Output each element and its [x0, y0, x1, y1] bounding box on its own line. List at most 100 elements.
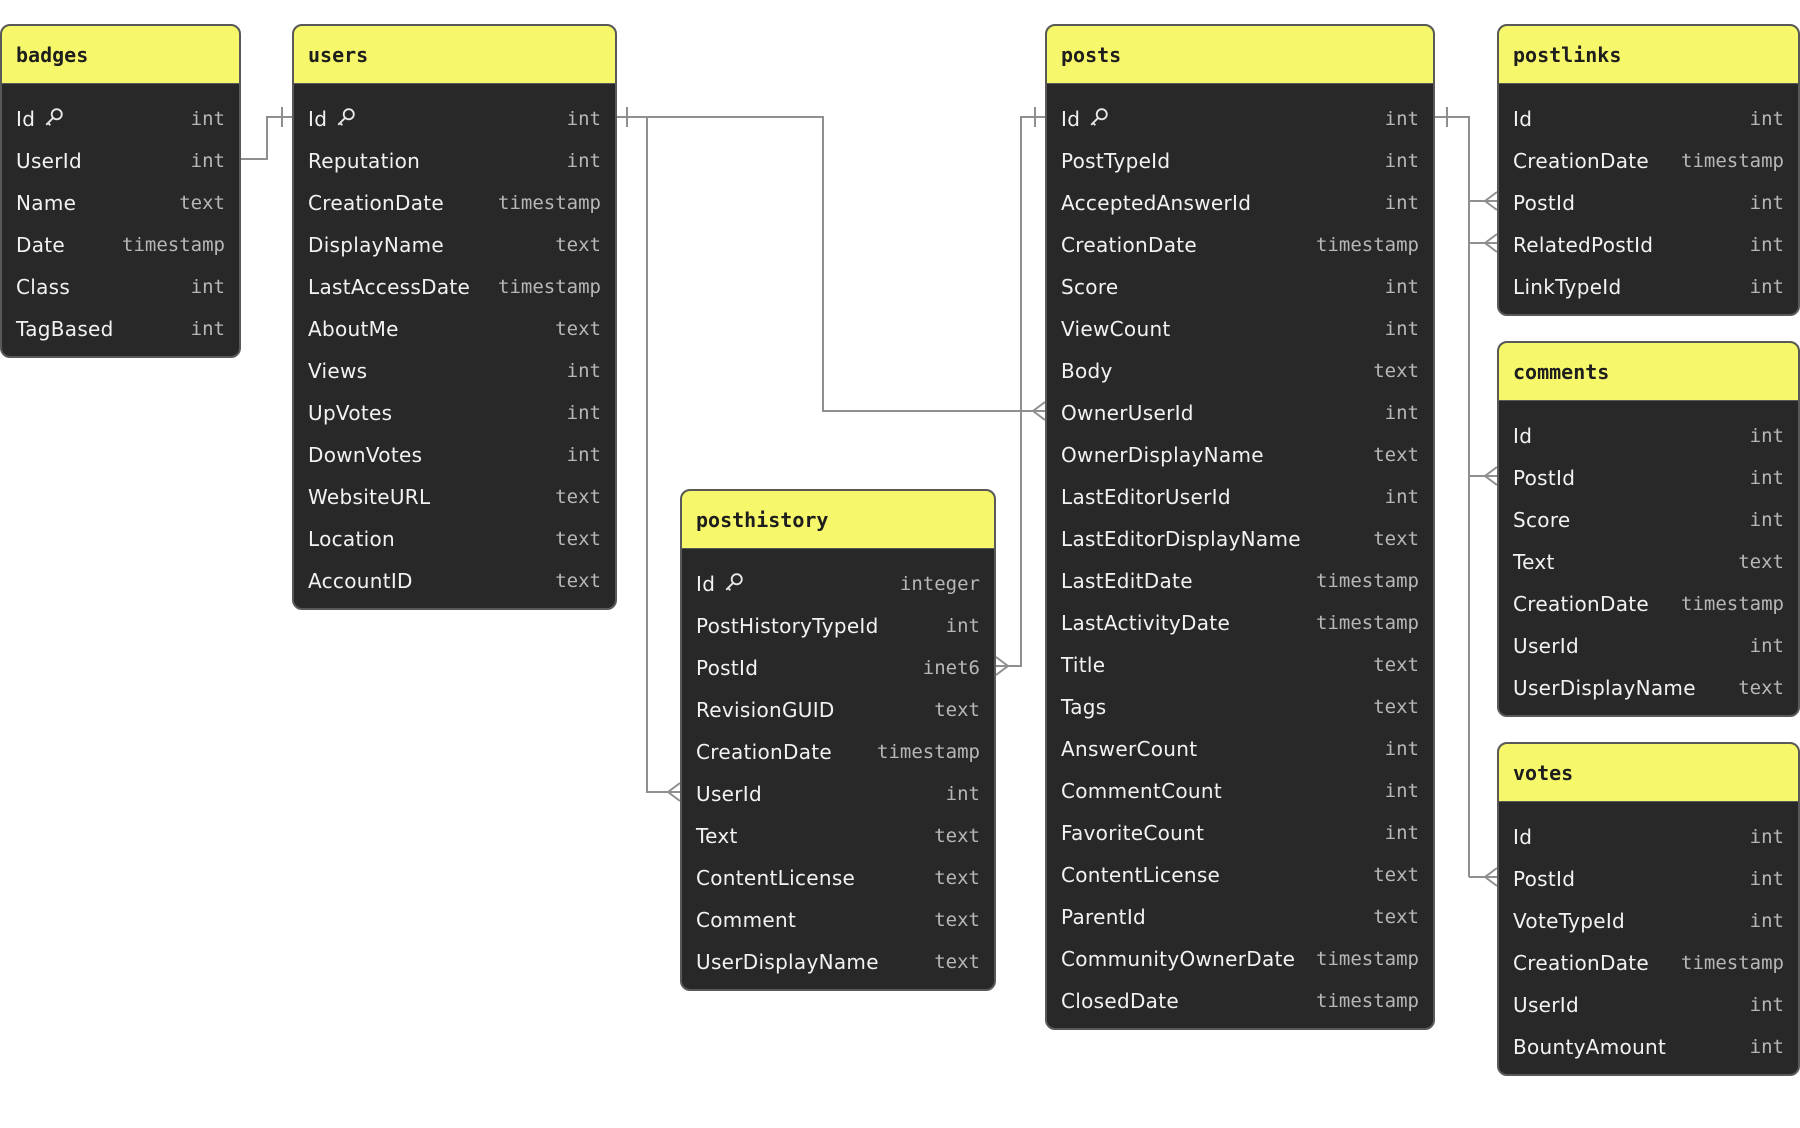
column-name: RelatedPostId [1513, 233, 1653, 257]
column-type: int [1384, 108, 1419, 130]
relation-users-posts [617, 116, 1045, 412]
column-type: int [1384, 192, 1419, 214]
column-name-text: ContentLicense [696, 866, 856, 890]
table-title: badges [2, 26, 239, 84]
column-name-text: CreationDate [1061, 233, 1198, 257]
column-name: Name [16, 191, 76, 215]
column-name-text: CommentCount [1061, 779, 1222, 803]
column-name: UserId [16, 149, 82, 173]
column-name-text: PostTypeId [1061, 149, 1171, 173]
table-title: postlinks [1499, 26, 1798, 84]
column-name-text: PostId [696, 656, 759, 680]
column-name: Reputation [308, 149, 420, 173]
column-name: OwnerUserId [1061, 401, 1194, 425]
column-name: Text [696, 824, 738, 848]
column-name-text: UpVotes [308, 401, 393, 425]
column-name: TagBased [16, 317, 114, 341]
column-type: int [945, 783, 980, 805]
column-name-text: FavoriteCount [1061, 821, 1205, 845]
column-type: text [555, 486, 601, 508]
many-marker [995, 656, 1010, 676]
column-type: int [1384, 276, 1419, 298]
column-name-text: Text [696, 824, 738, 848]
relation-users-posthistory [617, 116, 680, 793]
